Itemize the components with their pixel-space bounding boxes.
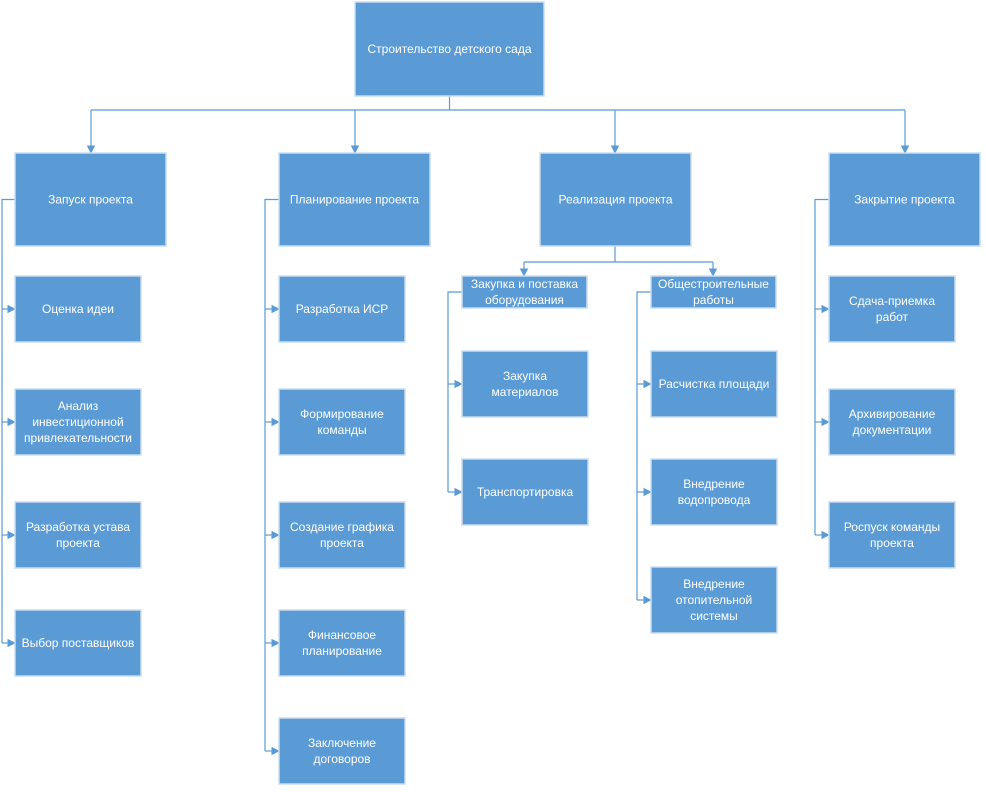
construction-item-box bbox=[650, 566, 778, 634]
construction-item: Внедрение водопровода bbox=[650, 458, 778, 526]
launch-item-box bbox=[14, 388, 142, 456]
launch-item-box bbox=[14, 275, 142, 343]
procurement-item-label: Закупка bbox=[503, 369, 547, 383]
planning-item-label: Заключение bbox=[308, 736, 376, 750]
closure-item-label: Сдача-приемка bbox=[849, 294, 935, 308]
planning-item: Заключение договоров bbox=[278, 717, 406, 785]
planning-item-label: Финансовое bbox=[308, 628, 376, 642]
planning-spine bbox=[264, 198, 279, 751]
phase-planning: Планирование проекта bbox=[278, 152, 431, 247]
phase-planning-box bbox=[278, 152, 431, 247]
subphase-construction-label: работы bbox=[693, 293, 734, 307]
phase-implementation: Реализация проекта bbox=[539, 152, 692, 247]
subphase-procurement: Закупка и поставка оборудования bbox=[461, 275, 588, 309]
planning-item: Разработка ИСР bbox=[278, 275, 406, 343]
planning-item-label: команды bbox=[317, 423, 366, 437]
launch-item-label: проекта bbox=[56, 536, 100, 550]
phase-implementation-box bbox=[539, 152, 692, 247]
launch-item: Выбор поставщиков bbox=[14, 609, 142, 677]
launch-item: Анализ инвестиционной привлекательности bbox=[14, 388, 142, 456]
launch-item-label: Разработка устава bbox=[26, 520, 130, 534]
construction-item-box bbox=[650, 458, 778, 526]
planning-item-label: Создание графика bbox=[290, 520, 394, 534]
subphase-construction: Общестроительные работы bbox=[650, 275, 777, 309]
closure-item: Роспуск команды проекта bbox=[828, 501, 956, 569]
phase-closure-box bbox=[828, 152, 981, 247]
planning-item: Формирование команды bbox=[278, 388, 406, 456]
closure-item: Архивирование документации bbox=[828, 388, 956, 456]
connectors-layer bbox=[1, 96, 910, 756]
procurement-item-box bbox=[461, 350, 589, 418]
phase-closure-label: Закрытие проекта bbox=[854, 193, 955, 207]
subphase-construction-box bbox=[650, 275, 777, 309]
root-node-box bbox=[354, 1, 545, 97]
root-node: Строительство детского сада bbox=[354, 1, 545, 97]
launch-item-label: привлекательности bbox=[24, 431, 132, 445]
closure-item-box bbox=[828, 275, 956, 343]
subphase-procurement-label: оборудования bbox=[485, 293, 564, 307]
launch-item-box bbox=[14, 609, 142, 677]
launch-item-label: Оценка идеи bbox=[42, 302, 114, 316]
procurement-item: Транспортировка bbox=[461, 458, 589, 526]
root-node-label: Строительство детского сада bbox=[367, 42, 531, 56]
subphase-procurement-label: Закупка и поставка bbox=[471, 277, 578, 291]
closure-spine bbox=[814, 198, 829, 535]
planning-item-label: Формирование bbox=[300, 407, 384, 421]
closure-item-label: проекта bbox=[870, 536, 914, 550]
procurement-item-label: Транспортировка bbox=[477, 485, 574, 499]
construction-item-label: системы bbox=[690, 609, 738, 623]
construction-item-box bbox=[650, 350, 778, 418]
planning-item-label: договоров bbox=[313, 752, 370, 766]
closure-item-label: Архивирование bbox=[849, 407, 936, 421]
phase-launch-box bbox=[14, 152, 167, 247]
procurement-item: Закупка материалов bbox=[461, 350, 589, 418]
launch-spine bbox=[1, 198, 15, 643]
closure-item-label: документации bbox=[853, 423, 932, 437]
launch-item-label: Выбор поставщиков bbox=[22, 636, 135, 650]
construction-item: Внедрение отопительной системы bbox=[650, 566, 778, 634]
phase-launch: Запуск проекта bbox=[14, 152, 167, 247]
construction-item-label: Внедрение bbox=[683, 477, 745, 491]
subphase-construction-label: Общестроительные bbox=[658, 277, 769, 291]
procurement-spine bbox=[447, 291, 462, 492]
phase-planning-label: Планирование проекта bbox=[290, 193, 419, 207]
planning-item-box bbox=[278, 501, 406, 569]
construction-item-label: отопительной bbox=[676, 593, 753, 607]
planning-item-label: планирование bbox=[302, 644, 382, 658]
construction-item-label: Расчистка площади bbox=[659, 377, 770, 391]
planning-item-box bbox=[278, 609, 406, 677]
launch-item: Разработка устава проекта bbox=[14, 501, 142, 569]
closure-item-label: работ bbox=[876, 310, 909, 324]
closure-item: Сдача-приемка работ bbox=[828, 275, 956, 343]
phase-closure: Закрытие проекта bbox=[828, 152, 981, 247]
planning-item-box bbox=[278, 717, 406, 785]
construction-item-label: водопровода bbox=[678, 493, 751, 507]
launch-item-label: Анализ bbox=[58, 399, 99, 413]
subphase-procurement-box bbox=[461, 275, 588, 309]
launch-item: Оценка идеи bbox=[14, 275, 142, 343]
procurement-item-label: материалов bbox=[492, 385, 559, 399]
procurement-item-box bbox=[461, 458, 589, 526]
planning-item-label: Разработка ИСР bbox=[296, 302, 389, 316]
closure-item-box bbox=[828, 501, 956, 569]
launch-item-box bbox=[14, 501, 142, 569]
closure-item-label: Роспуск команды bbox=[844, 520, 940, 534]
planning-item: Финансовое планирование bbox=[278, 609, 406, 677]
planning-item-box bbox=[278, 275, 406, 343]
closure-item-box bbox=[828, 388, 956, 456]
planning-item-label: проекта bbox=[320, 536, 364, 550]
launch-item-label: инвестиционной bbox=[32, 415, 123, 429]
phase-implementation-label: Реализация проекта bbox=[558, 193, 672, 207]
construction-item-label: Внедрение bbox=[683, 577, 745, 591]
planning-item: Создание графика проекта bbox=[278, 501, 406, 569]
planning-item-box bbox=[278, 388, 406, 456]
phase-launch-label: Запуск проекта bbox=[48, 193, 133, 207]
construction-spine bbox=[636, 291, 651, 600]
construction-item: Расчистка площади bbox=[650, 350, 778, 418]
